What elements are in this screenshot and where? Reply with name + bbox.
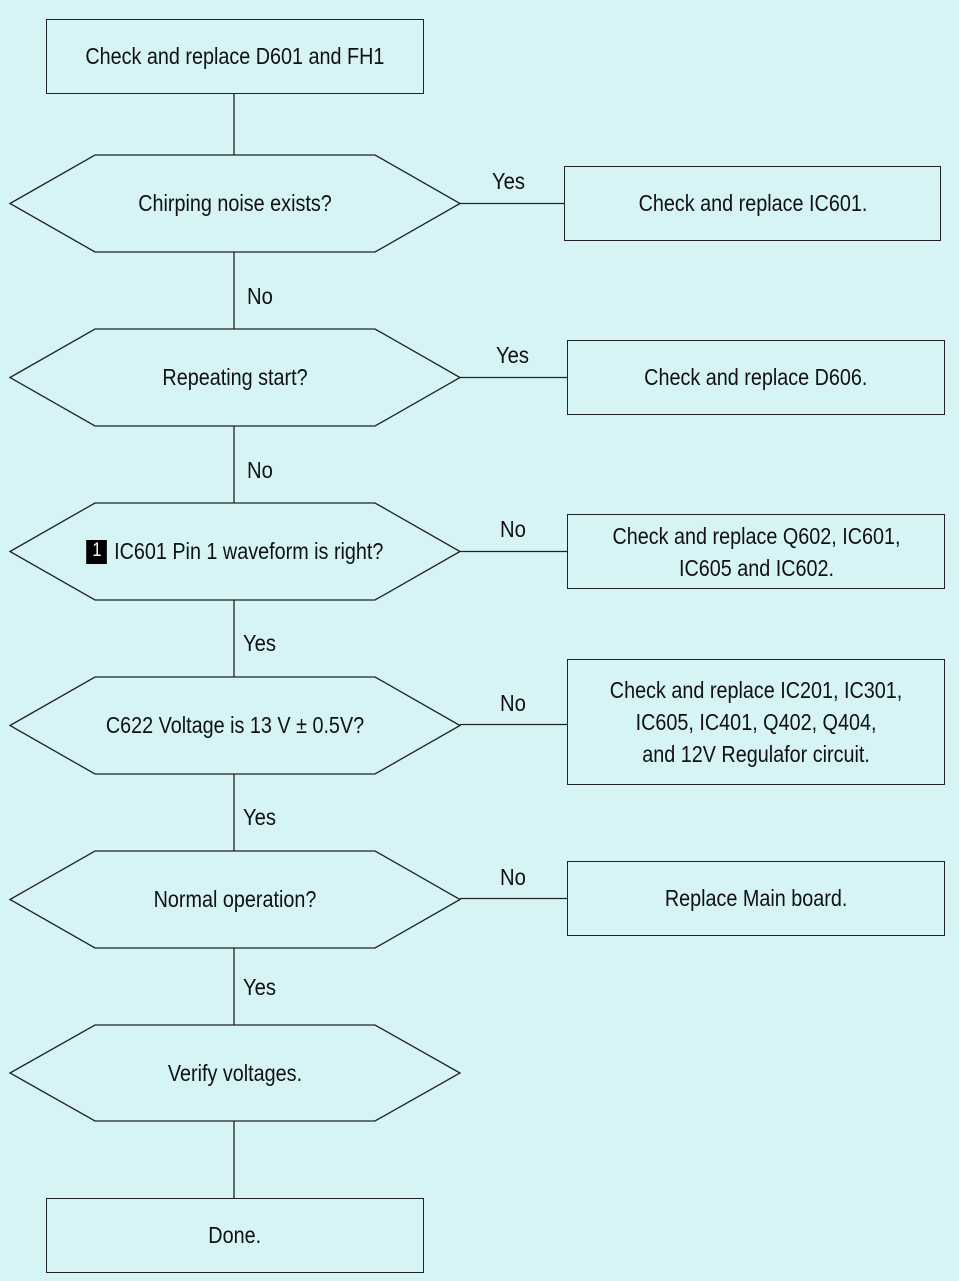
decision-verify: Verify voltages. — [85, 1025, 386, 1121]
action-q602-label: Check and replace Q602, IC601, IC605 and… — [611, 522, 901, 581]
decision-shape-repeating — [8, 328, 462, 427]
decision-shape-verify — [8, 1024, 462, 1122]
decision-shape-chirping — [8, 154, 462, 253]
decision-shape-voltage — [8, 676, 462, 775]
branch-label-no: No — [500, 864, 526, 890]
branch-label-yes: Yes — [243, 804, 277, 830]
action-ic201-label: Check and replace IC201, IC301, IC605, I… — [609, 677, 903, 767]
action-ic601-label: Check and replace IC601. — [638, 190, 867, 216]
decision-repeating: Repeating start? — [85, 329, 386, 426]
end-box: Done. — [46, 1198, 424, 1273]
branch-label-yes: Yes — [492, 168, 526, 194]
action-box-q602: Check and replace Q602, IC601, IC605 and… — [567, 514, 945, 589]
decision-waveform-label: IC601 Pin 1 waveform is right? — [114, 538, 384, 564]
decision-verify-label: Verify voltages. — [167, 1059, 303, 1086]
start-label: Check and replace D601 and FH1 — [85, 43, 385, 69]
action-main-board-label: Replace Main board. — [664, 885, 848, 911]
decision-normal-label: Normal operation? — [153, 886, 317, 912]
end-label: Done. — [208, 1222, 262, 1248]
decision-chirping-label: Chirping noise exists? — [138, 190, 332, 216]
action-box-ic201: Check and replace IC201, IC301, IC605, I… — [567, 659, 945, 785]
branch-label-yes: Yes — [243, 974, 277, 1000]
branch-label-no: No — [247, 457, 273, 483]
start-box: Check and replace D601 and FH1 — [46, 19, 424, 94]
action-box-d606: Check and replace D606. — [567, 340, 945, 415]
decision-shape-waveform — [8, 502, 462, 601]
decision-voltage: C622 Voltage is 13 V ± 0.5V? — [85, 677, 386, 774]
decision-repeating-label: Repeating start? — [162, 364, 308, 390]
step-number-badge: 1 — [86, 539, 108, 564]
decision-chirping: Chirping noise exists? — [85, 155, 386, 252]
action-box-main-board: Replace Main board. — [567, 861, 945, 936]
decision-shape-normal — [8, 850, 462, 949]
action-box-ic601: Check and replace IC601. — [564, 166, 941, 241]
action-d606-label: Check and replace D606. — [644, 364, 868, 390]
branch-label-yes: Yes — [243, 630, 277, 656]
decision-waveform: 1 IC601 Pin 1 waveform is right? — [67, 503, 402, 600]
branch-label-no: No — [500, 690, 526, 716]
decision-voltage-label: C622 Voltage is 13 V ± 0.5V? — [105, 712, 365, 738]
branch-label-no: No — [247, 283, 273, 309]
branch-label-yes: Yes — [496, 342, 530, 368]
decision-normal: Normal operation? — [85, 851, 386, 948]
branch-label-no: No — [500, 516, 526, 542]
